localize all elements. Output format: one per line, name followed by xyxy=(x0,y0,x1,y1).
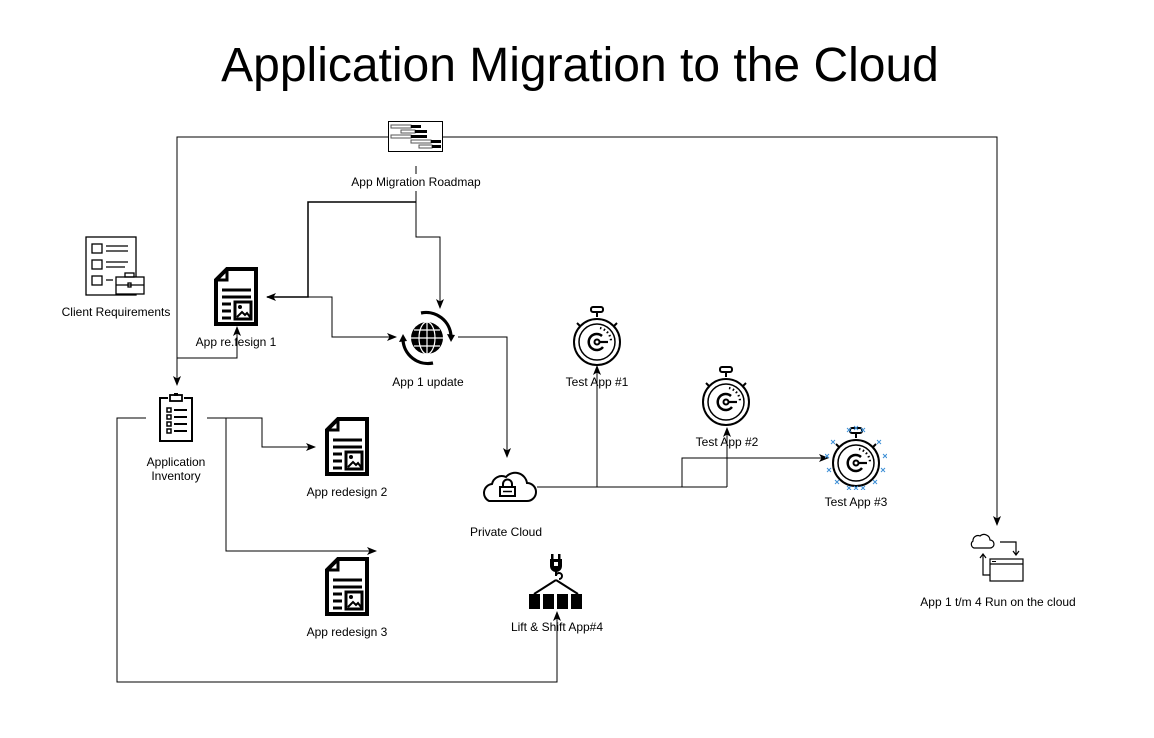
node-test-app-2[interactable] xyxy=(700,365,752,427)
label-client-requirements: Client Requirements xyxy=(61,305,171,319)
cloud-lock-icon xyxy=(483,471,537,502)
node-test-app-1[interactable] xyxy=(571,305,623,367)
label-private-cloud: Private Cloud xyxy=(469,525,543,539)
label-test-app-3: Test App #3 xyxy=(824,495,888,509)
selection-handle[interactable] xyxy=(846,427,852,433)
label-lift-shift: Lift & Shift App#4 xyxy=(510,620,604,634)
diagram-title: Application Migration to the Cloud xyxy=(221,39,939,92)
edge-inventory-redesign2[interactable] xyxy=(207,417,316,451)
selection-handle[interactable] xyxy=(876,439,882,445)
node-test-app-3[interactable] xyxy=(825,425,887,490)
edge-update-privatecloud[interactable] xyxy=(458,336,511,458)
label-run-on-cloud: App 1 t/m 4 Run on the cloud xyxy=(920,595,1076,609)
edge-inventory-liftshift[interactable] xyxy=(116,417,561,683)
edge-roadmap-update[interactable] xyxy=(415,191,444,309)
selection-handles[interactable] xyxy=(825,424,887,490)
label-app-redesign-2: App redesign 2 xyxy=(306,485,388,499)
selection-handle[interactable] xyxy=(860,427,866,433)
selection-handle[interactable] xyxy=(825,453,830,459)
node-application-inventory[interactable] xyxy=(157,393,195,443)
selection-handle[interactable] xyxy=(846,485,852,490)
edge-roadmap-inventory[interactable] xyxy=(173,136,388,386)
stopwatch-icon xyxy=(573,306,621,366)
node-app-redesign-1[interactable] xyxy=(213,267,259,327)
selection-handle[interactable] xyxy=(853,485,859,490)
edge-roadmap-redesign1[interactable] xyxy=(266,201,416,301)
selection-handle[interactable] xyxy=(826,467,832,473)
checklist-briefcase-icon xyxy=(85,236,145,296)
selection-handle[interactable] xyxy=(834,479,840,485)
globe-refresh-icon xyxy=(399,310,455,366)
edge-cloud-test3[interactable] xyxy=(681,454,829,487)
node-lift-shift[interactable] xyxy=(528,554,586,610)
edge-inventory-redesign1[interactable] xyxy=(177,326,241,359)
label-app-redesign-3: App redesign 3 xyxy=(306,625,388,639)
edge-branch-update[interactable] xyxy=(308,296,397,341)
edge-roadmap-runcloud[interactable] xyxy=(443,136,1001,526)
label-application-inventory-line2: Inventory xyxy=(151,469,201,483)
selection-handle[interactable] xyxy=(860,485,866,490)
edge-inventory-redesign3[interactable] xyxy=(225,418,377,555)
label-app-redesign-1: App re.fesign 1 xyxy=(195,335,277,349)
node-app-redesign-3[interactable] xyxy=(324,557,370,617)
selection-handle[interactable] xyxy=(882,453,887,459)
label-application-inventory-line1: Application xyxy=(146,455,206,469)
node-client-requirements[interactable] xyxy=(85,236,147,298)
node-app-redesign-2[interactable] xyxy=(324,417,370,477)
label-application-inventory: Application Inventory xyxy=(126,455,226,483)
label-test-app-2: Test App #2 xyxy=(695,435,759,449)
label-roadmap: App Migration Roadmap xyxy=(351,175,481,189)
stopwatch-icon xyxy=(832,427,880,487)
document-image-icon xyxy=(214,267,258,326)
selection-handle[interactable] xyxy=(872,479,878,485)
node-run-on-cloud[interactable] xyxy=(968,531,1028,583)
clipboard-list-icon xyxy=(159,393,193,442)
document-image-icon xyxy=(325,557,369,616)
node-app-1-update[interactable] xyxy=(397,308,457,368)
document-image-icon xyxy=(325,417,369,476)
node-roadmap[interactable] xyxy=(388,121,444,153)
node-private-cloud[interactable] xyxy=(479,470,537,504)
label-test-app-1: Test App #1 xyxy=(565,375,629,389)
gantt-chart-icon xyxy=(388,121,443,152)
selection-handle[interactable] xyxy=(853,425,859,431)
selection-handle[interactable] xyxy=(880,467,886,473)
selection-handle[interactable] xyxy=(830,439,836,445)
cloud-sync-window-icon xyxy=(970,533,1024,582)
stopwatch-icon xyxy=(702,366,750,426)
label-app-1-update: App 1 update xyxy=(392,375,464,389)
crane-hook-icon xyxy=(529,554,582,609)
